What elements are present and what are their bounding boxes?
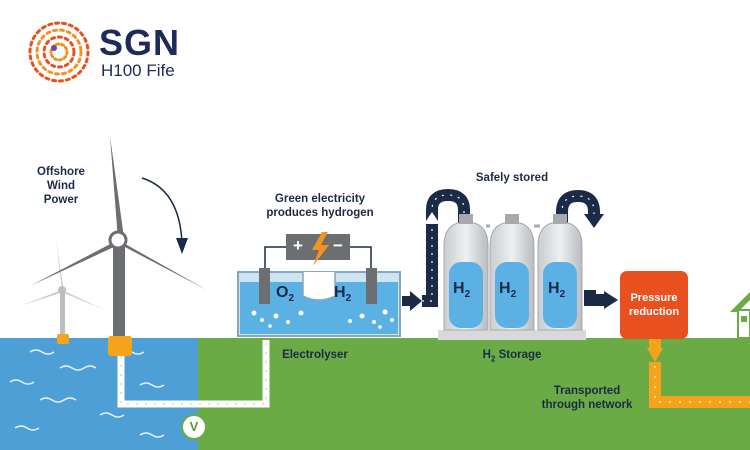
power-cable-pipe: [117, 340, 270, 408]
pressure-reduction-line-1: Pressure: [630, 292, 678, 304]
hydrogen-electrolyser-main: H: [334, 284, 346, 301]
offshore-wind-line-3: Power: [43, 194, 79, 206]
pressure-reduction-box: Pressure reduction: [620, 271, 688, 339]
offshore-wind-line-2: Wind: [47, 180, 75, 192]
hydrogen-electrolyser-label: H2: [334, 284, 351, 304]
storage-platform: [438, 330, 586, 340]
green-electricity-label: Green electricity produces hydrogen: [255, 192, 385, 220]
tank-2-sub: 2: [510, 289, 517, 301]
tank-3-label: H2: [548, 280, 565, 300]
h2-storage-prefix: H: [482, 349, 491, 361]
safely-stored-label: Safely stored: [475, 172, 549, 184]
hydrogen-electrolyser-sub: 2: [345, 293, 352, 305]
oxygen-main: O: [276, 284, 289, 301]
network-pipe: [647, 339, 750, 408]
hydrogen-tank-1: [443, 214, 489, 331]
tank-1-label: H2: [453, 280, 470, 300]
transported-line-2: through network: [541, 399, 633, 411]
tank-3-main: H: [548, 280, 560, 297]
hydrogen-tank-2: [489, 214, 535, 331]
hydrogen-tank-3: [537, 214, 583, 331]
transported-line-1: Transported: [553, 385, 621, 397]
offshore-wind-line-1: Offshore: [37, 166, 85, 178]
battery-minus-sign: −: [333, 236, 343, 255]
tank-2-main: H: [499, 280, 511, 297]
oxygen-label: O2: [276, 284, 294, 304]
storage-pipe: [422, 188, 618, 309]
green-electricity-line-2: produces hydrogen: [266, 207, 374, 219]
offshore-wind-label: Offshore Wind Power: [26, 165, 96, 207]
main-wind-turbine-icon: [30, 136, 207, 356]
green-electricity-line-1: Green electricity: [274, 193, 366, 205]
flow-arrow-icon: [402, 291, 422, 311]
tank-1-sub: 2: [464, 289, 471, 301]
pressure-reduction-line-2: reduction: [628, 306, 680, 318]
oxygen-sub: 2: [288, 293, 295, 305]
tank-2-label: H2: [499, 280, 516, 300]
tank-3-sub: 2: [559, 289, 566, 301]
sea-area: [0, 338, 198, 450]
h2-storage-label: H2 Storage: [462, 348, 562, 366]
h2-storage-sub: 2: [490, 354, 496, 364]
transported-label: Transported through network: [530, 384, 644, 412]
brand-subtitle: H100 Fife: [101, 61, 175, 80]
house-icon: [730, 292, 750, 339]
sea-waves: [9, 349, 165, 438]
electrolyser-tank: [237, 232, 401, 337]
valve-icon: V: [181, 414, 207, 440]
h2-storage-suffix: Storage: [495, 349, 542, 361]
sgn-logo-icon: [28, 21, 90, 83]
tank-1-main: H: [453, 280, 465, 297]
electrolyser-label: Electrolyser: [282, 349, 348, 361]
battery-plus-sign: +: [293, 236, 303, 255]
rotation-arrow-icon: [141, 177, 188, 254]
brand-name: SGN: [99, 22, 181, 63]
small-wind-turbine-icon: [20, 240, 105, 344]
